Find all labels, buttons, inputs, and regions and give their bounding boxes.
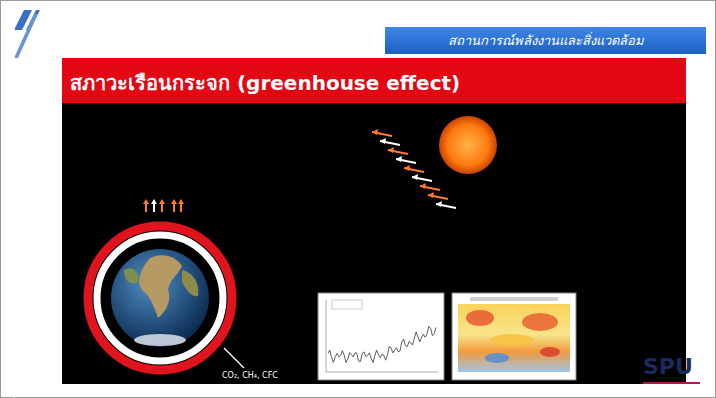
logo-text: SPU	[643, 354, 693, 379]
title-bar: สภาวะเรือนกระจก (greenhouse effect)	[62, 58, 686, 103]
temperature-map	[452, 293, 576, 380]
radiation-arrows	[372, 129, 456, 208]
corner-stripes	[14, 10, 40, 398]
logo-underline	[643, 382, 700, 384]
earth	[88, 226, 232, 370]
temperature-chart	[318, 293, 444, 380]
gas-label: CO₂, CH₄, CFC	[222, 371, 278, 380]
header-banner: สถานการณ์พลังงานและสิ่งแวดล้อม	[385, 27, 706, 54]
black-panel	[62, 103, 686, 384]
slide-title: สภาวะเรือนกระจก (greenhouse effect)	[70, 67, 460, 99]
reflected-arrows	[143, 199, 184, 212]
banner-text: สถานการณ์พลังงานและสิ่งแวดล้อม	[448, 30, 644, 51]
leader-line	[224, 348, 244, 368]
sun	[439, 116, 497, 174]
